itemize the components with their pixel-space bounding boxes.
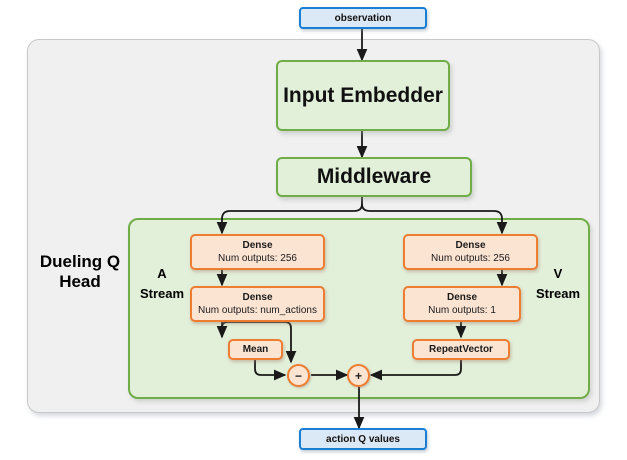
a-stream-dense-numactions-sub: Num outputs: num_actions [198, 305, 317, 316]
v-stream-label: V Stream [533, 264, 583, 304]
v-stream-dense-256-sub: Num outputs: 256 [431, 253, 510, 264]
v-stream-label-line2: Stream [535, 286, 581, 301]
repeat-vector-box: RepeatVector [412, 339, 510, 360]
a-stream-label-line2: Stream [139, 286, 185, 301]
action-q-values-label: action Q values [326, 433, 400, 445]
a-stream-dense-numactions-title: Dense [242, 292, 273, 303]
mean-box: Mean [228, 339, 283, 360]
input-embedder-label: Input Embedder [283, 83, 443, 107]
a-stream-dense-numactions-box: Dense Num outputs: num_actions [190, 286, 325, 322]
v-stream-dense-256-title: Dense [455, 240, 486, 251]
subtract-symbol: − [294, 368, 302, 383]
v-stream-dense-1-box: Dense Num outputs: 1 [403, 286, 521, 322]
subtract-operation-node: − [287, 364, 310, 387]
action-q-values-box: action Q values [299, 428, 427, 450]
dueling-q-head-label-line1: Dueling Q [39, 252, 121, 271]
dueling-q-head-label: Dueling Q Head [32, 252, 128, 292]
observation-box: observation [299, 7, 427, 29]
dueling-q-head-label-line2: Head [59, 272, 101, 291]
repeat-vector-label: RepeatVector [429, 344, 493, 355]
observation-label: observation [334, 12, 392, 24]
a-stream-label: A Stream [137, 264, 187, 304]
add-symbol: + [354, 368, 362, 383]
middleware-box: Middleware [276, 157, 472, 197]
add-operation-node: + [347, 364, 370, 387]
input-embedder-box: Input Embedder [276, 60, 450, 131]
middleware-label: Middleware [316, 165, 432, 188]
v-stream-label-line1: V [553, 266, 563, 281]
v-stream-dense-1-title: Dense [446, 292, 477, 303]
mean-label: Mean [242, 344, 269, 355]
v-stream-dense-1-sub: Num outputs: 1 [428, 305, 496, 316]
a-stream-dense-256-sub: Num outputs: 256 [218, 253, 297, 264]
v-stream-dense-256-box: Dense Num outputs: 256 [403, 234, 538, 270]
a-stream-dense-256-box: Dense Num outputs: 256 [190, 234, 325, 270]
a-stream-dense-256-title: Dense [242, 240, 273, 251]
a-stream-label-line1: A [157, 266, 167, 281]
